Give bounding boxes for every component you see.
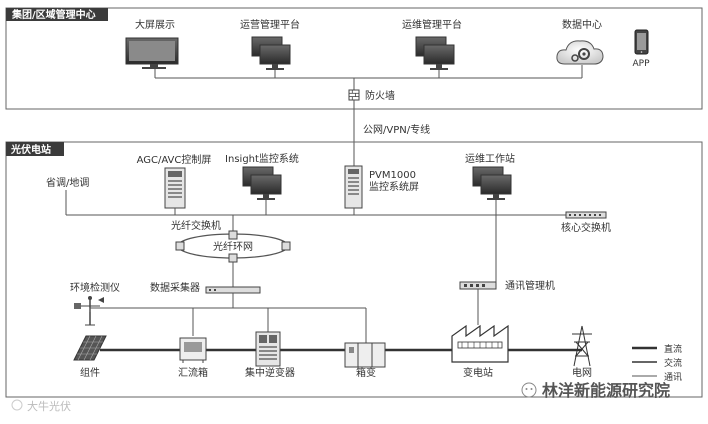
ring-switch-right-icon [281,241,291,251]
data-collector-icon [205,286,261,294]
inverter-icon [255,331,281,367]
box-transformer-icon [344,342,386,368]
comm-manager-icon [459,281,497,290]
big-screen-icon [125,37,179,69]
pv-module-label: 组件 [80,366,100,379]
ring-switch-left-icon [175,241,185,251]
substation-label: 变电站 [463,366,493,379]
app-node: APP [632,29,650,69]
pv-station-title: 光伏电站 [10,143,51,156]
legend-ac-label: 交流 [664,357,682,369]
watermark-logo-icon [11,399,23,411]
maint-station-label: 运维工作站 [465,152,515,165]
pv-station-border [5,141,703,398]
combiner-label: 汇流箱 [178,366,208,379]
group-center-title: 集团/区域管理中心 [11,8,96,21]
ops-platform-node: 运营管理平台 [240,18,300,70]
watermark-right-text: 林洋新能源研究院 [542,381,670,400]
env-monitor-label: 环境检测仪 [70,281,120,294]
power-tower-icon [572,325,592,367]
core-switch-icon [565,211,607,219]
watermark-left-text: 大牛光伏 [27,399,71,413]
cloud-gear-icon [556,40,604,65]
agc-label: AGC/AVC控制屏 [137,153,212,166]
firewall-label: 防火墙 [365,89,395,102]
firewall-icon [348,89,360,101]
group-center-header [6,8,108,21]
combiner-box-icon [179,337,207,363]
pvm-label-line1: PVM1000 [369,170,416,181]
mobile-phone-icon [634,29,649,55]
pv-station-panel: 光伏电站 [5,141,703,398]
comm-bus-lines [89,293,367,343]
fiber-ring: 光纤环网 [175,230,291,263]
dispatch-label: 省调/地调 [46,176,89,189]
substation-icon [451,324,509,363]
big-screen-label: 大屏展示 [135,18,175,31]
pvm-cabinet-icon [344,165,363,209]
firewall-node: 防火墙 [348,89,395,102]
station-lan-lines [65,190,566,282]
group-bus-lines [154,65,583,90]
ring-switch-top-icon [228,230,238,240]
pvm-label-line2: 监控系统屏 [369,180,419,193]
weather-station-icon [74,296,104,326]
legend-comm-label: 通讯 [664,372,682,383]
agc-cabinet-icon [164,167,186,209]
fiber-switch-label: 光纤交换机 [171,219,221,232]
pv-station-header [6,142,64,156]
ring-switch-bottom-icon [228,253,238,263]
wechat-icon [521,382,537,398]
maint-platform-node: 运维管理平台 [402,18,462,70]
inverter-label: 集中逆变器 [245,366,295,379]
network-label: 公网/VPN/专线 [363,123,430,136]
maint-platform-label: 运维管理平台 [402,18,462,31]
maint-station-monitor-icon [472,166,512,200]
app-label: APP [632,59,650,69]
core-switch-label: 核心交换机 [561,221,611,234]
big-screen-node: 大屏展示 [125,18,179,69]
grid-label: 电网 [572,366,592,379]
fiber-ring-label: 光纤环网 [213,240,253,253]
insight-label: Insight监控系统 [225,152,299,165]
data-center-node: 数据中心 [556,18,604,65]
wechat-watermark: 林洋新能源研究院 [521,381,670,400]
left-watermark: 大牛光伏 [11,399,71,413]
comm-manager-label: 通讯管理机 [505,279,555,292]
data-collector-label: 数据采集器 [150,281,200,294]
ops-monitor-icon [251,36,291,70]
maint-monitor-icon [415,36,455,70]
insight-monitor-icon [242,166,282,200]
ops-platform-label: 运营管理平台 [240,18,300,31]
legend-dc-label: 直流 [664,343,682,355]
pv-module-icon [73,335,107,361]
box-transformer-label: 箱变 [356,366,376,379]
line-legend: 直流 交流 通讯 [632,343,682,383]
data-center-label: 数据中心 [562,18,602,31]
